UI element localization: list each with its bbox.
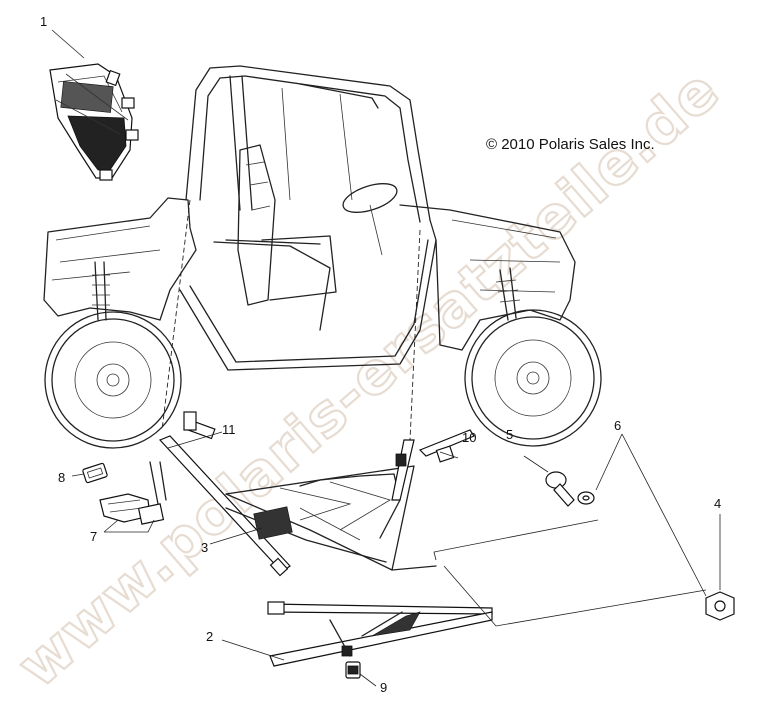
side-frame	[179, 219, 437, 371]
callout-5: 5	[506, 427, 513, 442]
copyright-notice: © 2010 Polaris Sales Inc.	[486, 136, 655, 153]
roll-cage	[185, 65, 431, 223]
callout-2: 2	[206, 629, 213, 644]
part-7-buckle	[99, 461, 167, 533]
vehicle-illustration	[43, 65, 602, 449]
part-8-buckle-slide	[71, 462, 108, 484]
part-3-door-net-assembly	[158, 435, 437, 577]
part-6-washer	[433, 433, 725, 609]
part-5-push-rivet	[523, 455, 575, 507]
steering-wheel	[342, 183, 398, 213]
front-body	[399, 204, 576, 351]
rear-wheel	[44, 311, 182, 449]
callout-4: 4	[714, 496, 721, 511]
callout-1: 1	[40, 14, 47, 29]
callout-3: 3	[201, 540, 208, 555]
seats	[237, 144, 337, 306]
callout-8: 8	[58, 470, 65, 485]
callout-10: 10	[462, 430, 476, 445]
part-2-lower-bar	[221, 601, 493, 667]
rear-body	[43, 197, 197, 321]
part-1-side-net	[49, 29, 139, 181]
front-wheel	[464, 309, 602, 447]
callout-7: 7	[90, 529, 97, 544]
callout-6: 6	[614, 418, 621, 433]
part-9-clip	[345, 661, 377, 687]
part-11-strap-clip	[167, 411, 223, 449]
part-10-strap-clip	[418, 429, 475, 463]
callout-9: 9	[380, 680, 387, 695]
callout-11: 11	[222, 422, 236, 437]
part-4-flange-nut	[443, 514, 735, 627]
